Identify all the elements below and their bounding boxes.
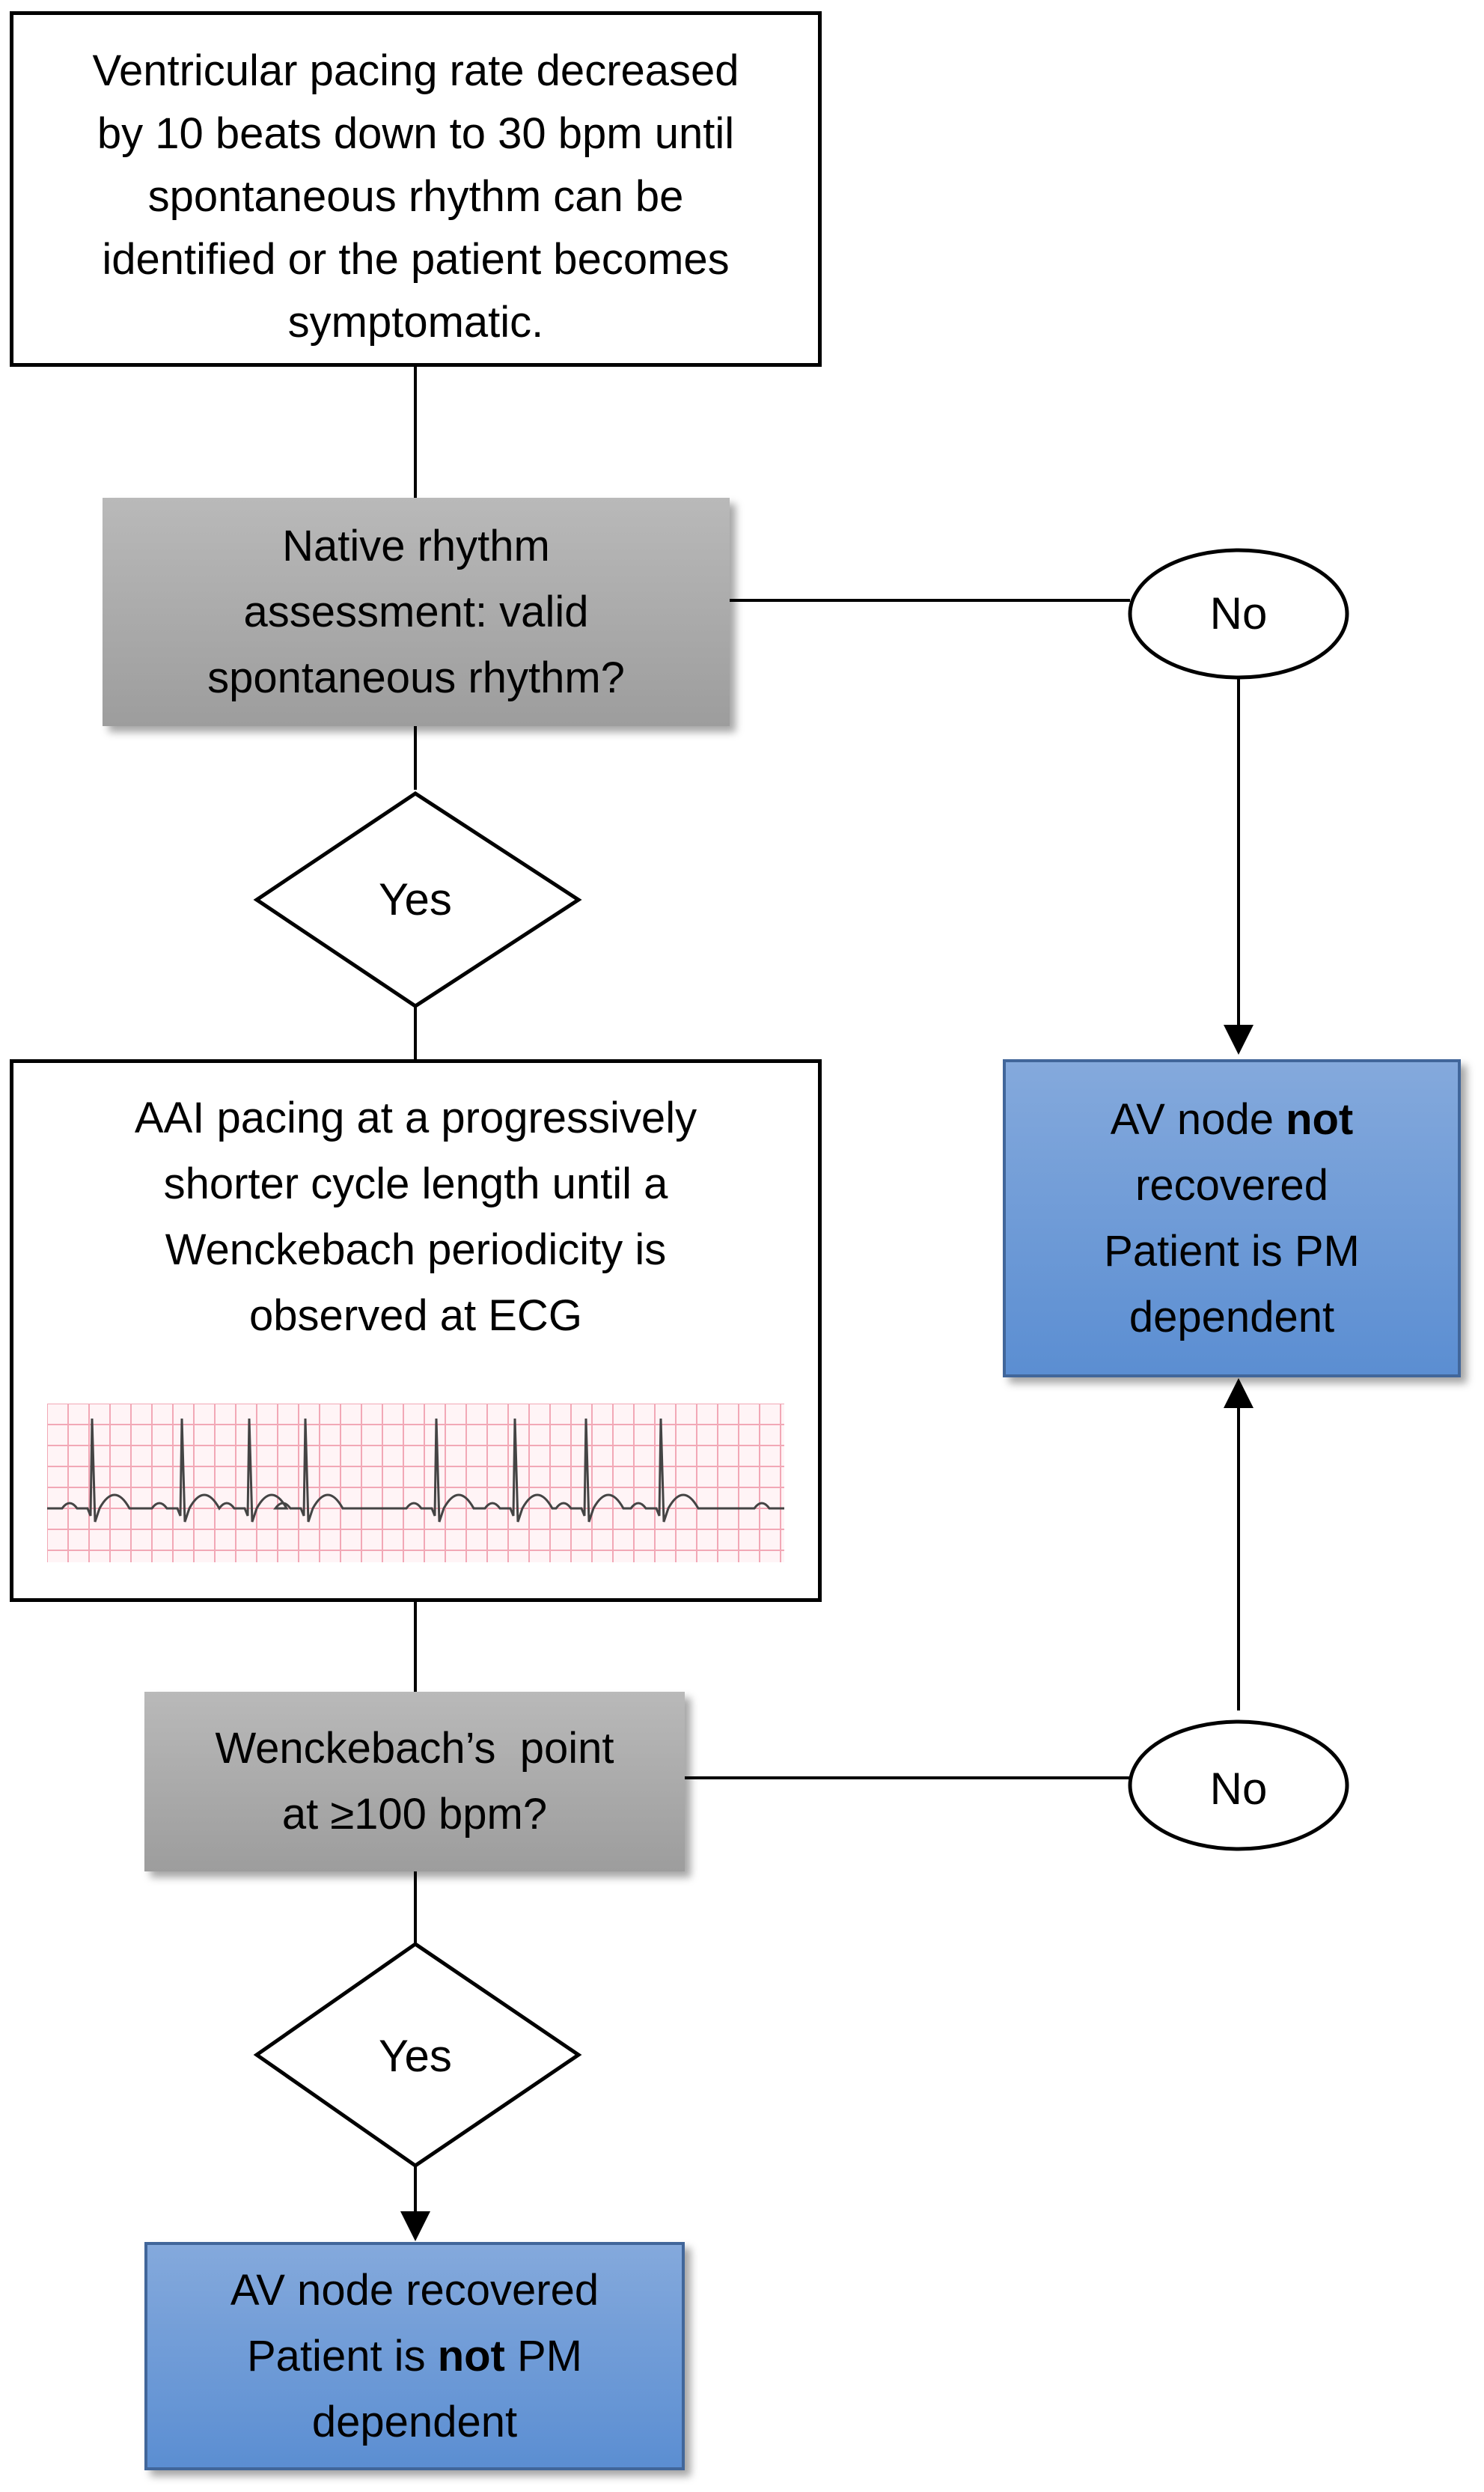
wenckebach-text: Wenckebach’s point at ≥100 bpm? xyxy=(215,1716,614,1847)
no-label-1: No xyxy=(1209,588,1268,639)
av-not-recovered-line-3: Patient is PM xyxy=(1104,1226,1360,1276)
native-rhythm-line-2: assessment: valid xyxy=(243,587,589,636)
start-line-4: identified or the patient becomes xyxy=(102,234,730,284)
aai-line-4: observed at ECG xyxy=(249,1291,582,1340)
av-recovered-box: AV node recovered Patient is not PM depe… xyxy=(144,2242,685,2470)
av-recovered-line-1: AV node recovered xyxy=(230,2265,599,2315)
oval-no-2 xyxy=(1128,1719,1349,1851)
av-not-recovered-line-1: AV node not xyxy=(1104,1087,1360,1153)
wenckebach-line-2: at ≥100 bpm? xyxy=(281,1790,548,1838)
ecg-grid xyxy=(47,1404,784,1562)
av-recovered-line-2: Patient is not PM xyxy=(230,2324,599,2389)
native-rhythm-line-3: spontaneous rhythm? xyxy=(207,653,625,702)
native-rhythm-text: Native rhythm assessment: valid spontane… xyxy=(207,514,625,711)
av-recovered-line-3: dependent xyxy=(311,2397,518,2446)
av-not-recovered-box: AV node not recovered Patient is PM depe… xyxy=(1003,1059,1461,1377)
start-line-5: symptomatic. xyxy=(287,297,544,347)
start-line-1: Ventricular pacing rate decreased xyxy=(92,46,739,95)
decision-diamond-yes-1 xyxy=(253,791,582,1008)
start-text: Ventricular pacing rate decreased by 10 … xyxy=(92,40,739,354)
yes-label-2: Yes xyxy=(379,2031,452,2081)
av-not-recovered-text: AV node not recovered Patient is PM depe… xyxy=(1104,1087,1360,1350)
yes-label-1: Yes xyxy=(379,874,452,924)
aai-pacing-text: AAI pacing at a progressively shorter cy… xyxy=(135,1085,697,1349)
ecg-rhythm-strip-icon xyxy=(47,1404,784,1562)
start-line-2: by 10 beats down to 30 bpm until xyxy=(97,109,735,158)
aai-line-3: Wenckebach periodicity is xyxy=(165,1225,667,1274)
av-not-recovered-line-1-bold: not xyxy=(1286,1094,1354,1144)
start-box: Ventricular pacing rate decreased by 10 … xyxy=(10,11,822,367)
av-not-recovered-line-1-pre: AV node xyxy=(1110,1094,1286,1144)
native-rhythm-line-1: Native rhythm xyxy=(282,521,550,570)
wenckebach-line-1: Wenckebach’s point xyxy=(215,1724,614,1773)
av-recovered-text: AV node recovered Patient is not PM depe… xyxy=(230,2258,599,2455)
av-recovered-line-2-post: PM xyxy=(504,2331,582,2380)
av-not-recovered-line-4: dependent xyxy=(1129,1292,1335,1341)
aai-line-1: AAI pacing at a progressively xyxy=(134,1094,697,1142)
ecg-trace xyxy=(47,1418,784,1523)
wenckebach-box: Wenckebach’s point at ≥100 bpm? xyxy=(144,1692,685,1871)
aai-line-2: shorter cycle length until a xyxy=(163,1160,668,1208)
native-rhythm-box: Native rhythm assessment: valid spontane… xyxy=(103,498,730,726)
av-recovered-line-2-bold: not xyxy=(437,2331,505,2380)
oval-no-1 xyxy=(1128,548,1349,680)
no-label-2: No xyxy=(1209,1764,1268,1814)
decision-diamond-yes-2 xyxy=(253,1941,582,2169)
av-not-recovered-line-2: recovered xyxy=(1135,1160,1328,1210)
start-line-3: spontaneous rhythm can be xyxy=(147,171,684,221)
av-recovered-line-2-pre: Patient is xyxy=(247,2331,438,2380)
